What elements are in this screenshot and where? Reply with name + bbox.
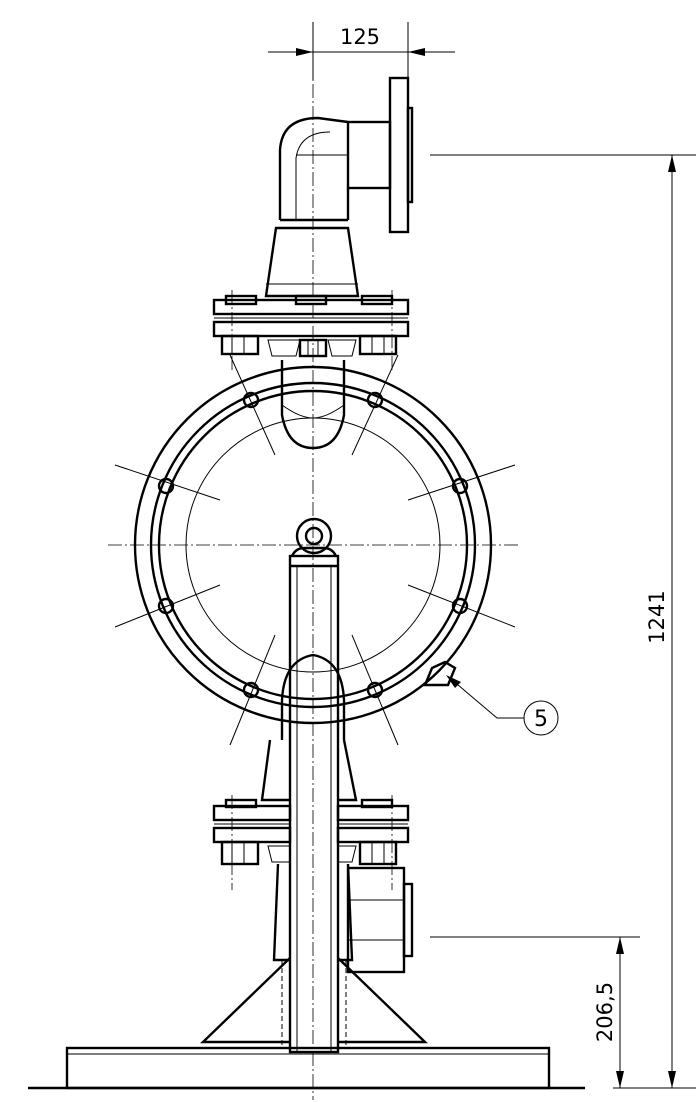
lower-manifold (212, 653, 410, 962)
dimension-125: 125 (268, 22, 455, 80)
upper-manifold (212, 226, 410, 450)
dimension-1241: 1241 (430, 154, 696, 1089)
callout-5: 5 (446, 675, 559, 736)
center-lines (108, 40, 520, 1100)
inlet-flange (346, 866, 414, 974)
base-support (28, 957, 585, 1090)
central-column (288, 517, 340, 1054)
chamber-bolts (157, 391, 469, 699)
dimension-206-5: 206,5 (430, 936, 640, 1088)
callout-label-5: 5 (534, 707, 548, 732)
pump-chamber (133, 365, 493, 725)
dimension-label-206-5: 206,5 (593, 982, 617, 1042)
dimension-label-125: 125 (340, 25, 380, 49)
outlet-flange (278, 76, 414, 234)
dimension-label-1241: 1241 (645, 590, 669, 643)
